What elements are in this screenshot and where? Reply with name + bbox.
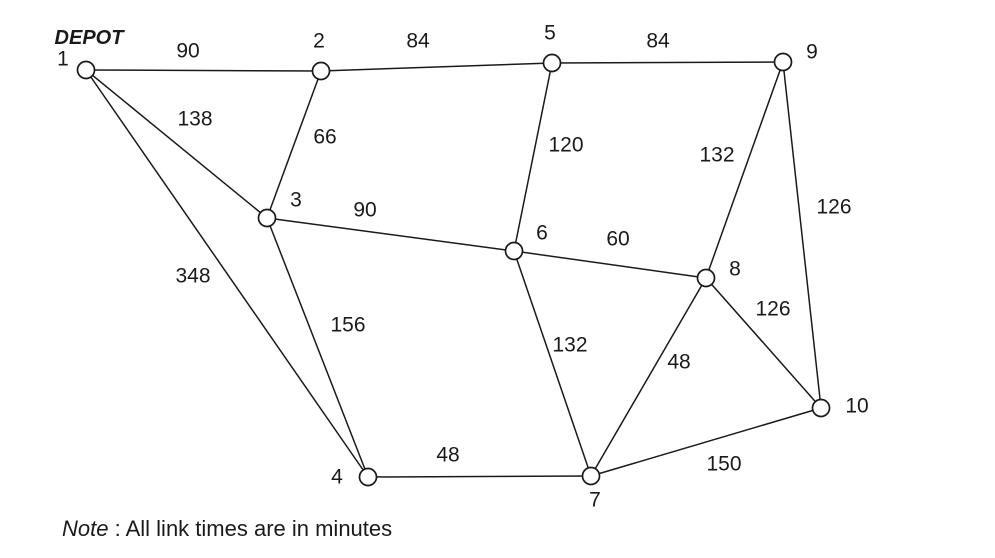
edge-label-5-6: 120 — [548, 134, 583, 157]
note-text: : All link times are in minutes — [108, 516, 393, 541]
node-9 — [773, 52, 793, 72]
edge-label-1-3: 138 — [177, 108, 212, 131]
edge-1-4 — [85, 69, 369, 478]
edge-3-6 — [266, 217, 515, 252]
node-2 — [311, 61, 331, 81]
node-3 — [257, 208, 277, 228]
edge-7-10 — [590, 407, 822, 477]
node-label-5: 5 — [544, 22, 556, 45]
node-6 — [504, 241, 524, 261]
edge-label-9-8: 132 — [699, 144, 734, 167]
edge-5-9 — [551, 61, 784, 64]
node-label-1: 1 — [57, 48, 69, 71]
edge-label-3-6: 90 — [353, 199, 376, 222]
edge-label-9-10: 126 — [816, 196, 851, 219]
edge-label-8-10: 126 — [755, 298, 790, 321]
edge-8-10 — [705, 277, 822, 409]
edge-label-8-7: 48 — [667, 351, 690, 374]
edge-label-1-2: 90 — [176, 40, 199, 63]
node-label-8: 8 — [729, 258, 741, 281]
edge-5-6 — [513, 62, 553, 252]
node-10 — [811, 398, 831, 418]
node-5 — [542, 53, 562, 73]
node-label-10: 10 — [845, 395, 868, 418]
note: Note : All link times are in minutes — [62, 516, 392, 542]
edge-label-7-10: 150 — [706, 453, 741, 476]
node-label-7: 7 — [589, 489, 601, 512]
edge-1-2 — [85, 69, 322, 72]
edge-label-2-3: 66 — [313, 126, 336, 149]
edge-6-8 — [513, 250, 707, 279]
note-word: Note — [62, 516, 109, 541]
edge-9-10 — [782, 61, 822, 409]
edge-6-7 — [513, 250, 592, 477]
edge-4-7 — [367, 475, 592, 478]
edge-label-4-7: 48 — [436, 444, 459, 467]
edge-9-8 — [705, 61, 784, 279]
edge-label-3-4: 156 — [330, 314, 365, 337]
edge-1-3 — [85, 69, 268, 219]
node-1 — [76, 60, 96, 80]
node-7 — [581, 466, 601, 486]
edge-label-5-9: 84 — [646, 30, 670, 53]
edge-label-1-4: 348 — [175, 265, 210, 288]
node-label-6: 6 — [536, 222, 548, 245]
edge-label-6-8: 60 — [606, 228, 629, 251]
edge-8-7 — [590, 277, 707, 477]
node-label-3: 3 — [290, 189, 302, 212]
edge-label-2-5: 84 — [406, 30, 430, 53]
node-label-9: 9 — [806, 41, 818, 64]
edge-2-5 — [320, 62, 553, 72]
edge-2-3 — [266, 70, 322, 219]
node-label-2: 2 — [313, 30, 325, 53]
depot-label: DEPOT — [55, 27, 126, 49]
edge-label-6-7: 132 — [552, 334, 587, 357]
node-label-4: 4 — [331, 466, 343, 489]
edge-3-4 — [266, 217, 369, 478]
node-4 — [358, 467, 378, 487]
node-8 — [696, 268, 716, 288]
